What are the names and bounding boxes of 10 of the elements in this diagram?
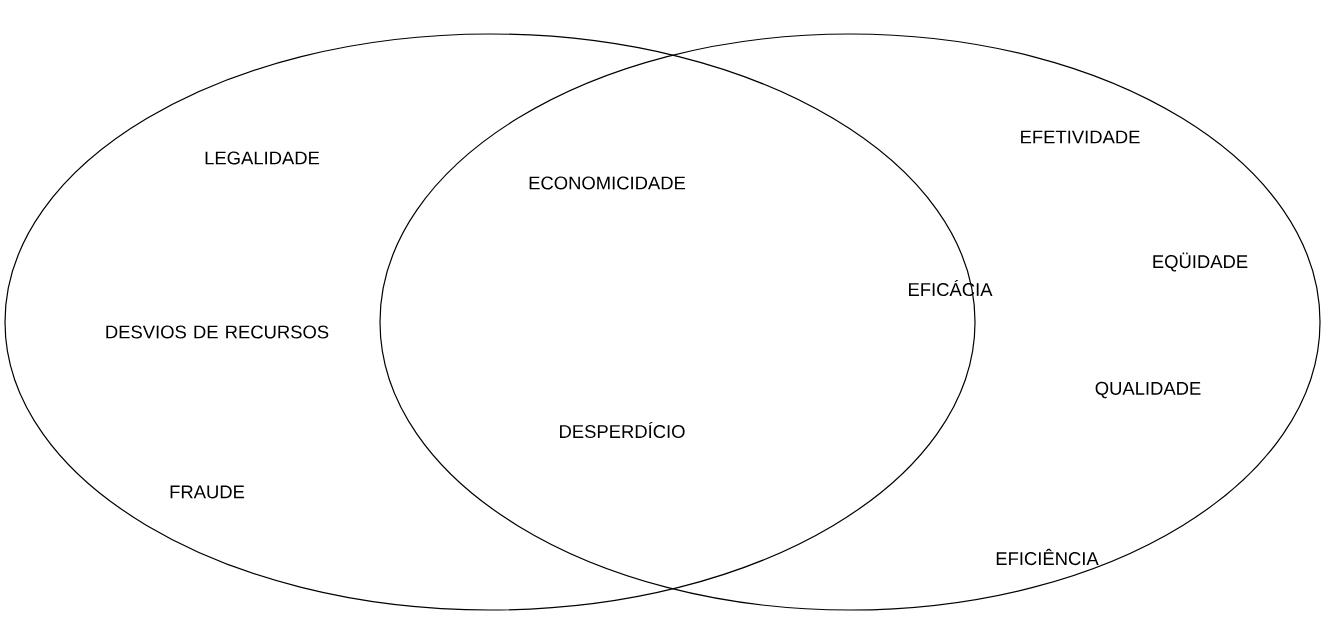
- label: FRAUDE: [170, 485, 245, 499]
- label: EFETIVIDADE: [1021, 130, 1140, 144]
- label: EFICIÊNCIA: [996, 548, 1099, 566]
- label: QUALIDADE: [1095, 381, 1201, 399]
- label: DESVIOS DE RECURSOS: [106, 325, 329, 339]
- label: LEGALIDADE: [205, 151, 320, 165]
- ellipse-shape: [379, 33, 1321, 611]
- label: DESPERDÍCIO: [560, 421, 685, 439]
- label: ECONOMICIDADE: [529, 176, 686, 190]
- label: EQÜIDADE: [1153, 252, 1248, 272]
